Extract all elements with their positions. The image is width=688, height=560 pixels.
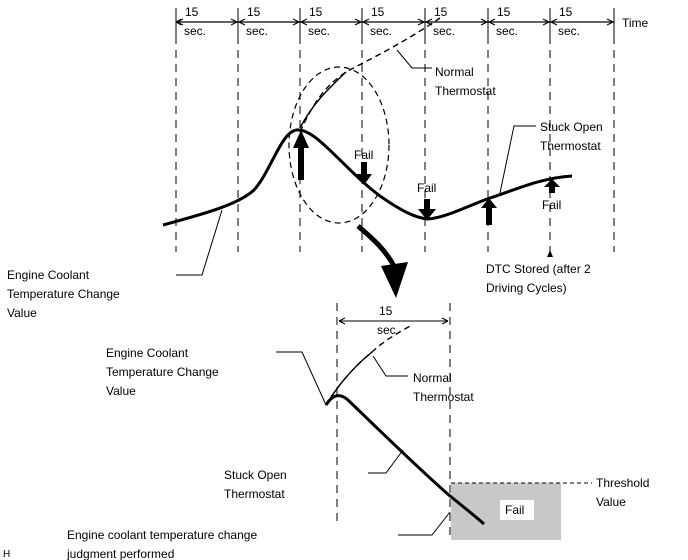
up-arrow-4 <box>544 179 560 193</box>
detail-interval-unit: sec. <box>377 323 399 337</box>
interval-unit-label: sec. <box>370 24 392 38</box>
highlight-ellipse <box>288 66 390 224</box>
detail-stuck-label: Stuck Open Thermostat <box>224 468 290 501</box>
fail-label-1: Fail <box>354 148 373 162</box>
fail-zone-label: Fail <box>505 503 524 517</box>
fail-label-3: Fail <box>542 198 561 212</box>
interval-arrow-left <box>488 18 496 26</box>
detail-ect-leader <box>276 351 327 406</box>
interval-unit-label: sec. <box>558 24 580 38</box>
fail-down-arrow-1 <box>356 162 372 185</box>
zoom-arrow <box>356 224 408 298</box>
interval-value-label: 15 <box>434 5 448 19</box>
detail-interval <box>336 303 451 540</box>
interval-unit-label: sec. <box>246 24 268 38</box>
judgment-leader <box>398 511 451 536</box>
interval-value-label: 15 <box>497 5 511 19</box>
time-axis-label: Time <box>622 16 649 30</box>
normal-thermostat-curve <box>299 17 441 133</box>
interval-arrow-right <box>480 18 488 26</box>
interval-arrow-left <box>300 18 308 26</box>
interval-arrow-right <box>417 18 425 26</box>
interval-arrow-right <box>292 18 300 26</box>
interval-unit-label: sec. <box>184 24 206 38</box>
fail-down-arrow-2 <box>418 199 436 220</box>
ect-change-leader-top <box>176 209 223 276</box>
detail-normal-label: Normal Thermostat <box>413 371 474 404</box>
interval-value-label: 15 <box>309 5 323 19</box>
interval-arrow-left <box>176 18 184 26</box>
interval-value-label: 15 <box>247 5 261 19</box>
stuck-open-thermostat-label: Stuck Open Thermostat <box>540 120 606 153</box>
detail-stuck-curve <box>324 394 485 526</box>
judgment-label: Engine coolant temperature change judgme… <box>66 528 260 560</box>
stuck-leader <box>499 125 536 194</box>
timing-axis <box>175 18 614 26</box>
interval-value-label: 15 <box>559 5 573 19</box>
detail-normal-curve <box>325 325 411 406</box>
interval-unit-label: sec. <box>496 24 518 38</box>
interval-arrow-left <box>550 18 558 26</box>
interval-arrow-right <box>606 18 614 26</box>
interval-labels: 15 sec. 15 sec. 15 sec. 15 sec. 15 sec. 15 sec. 15 se… <box>184 5 580 38</box>
interval-arrow-right <box>542 18 550 26</box>
interval-unit-label: sec. <box>433 24 455 38</box>
up-arrow-large <box>293 130 309 180</box>
normal-thermostat-label: Normal Thermostat <box>435 65 496 98</box>
fail-label-2: Fail <box>417 181 436 195</box>
interval-unit-label: sec. <box>308 24 330 38</box>
interval-value-label: 15 <box>371 5 385 19</box>
threshold-value-label: Threshold Value <box>596 476 653 509</box>
interval-value-label: 15 <box>185 5 199 19</box>
fail-box-bg <box>500 500 534 520</box>
dtc-stored-marker <box>547 250 553 257</box>
interval-arrow-right <box>230 18 238 26</box>
detail-ect-change-label: Engine Coolant Temperature Change Value <box>106 346 222 398</box>
normal-thermostat-curve-solid <box>299 71 347 129</box>
detail-interval-value: 15 <box>379 304 393 318</box>
normal-leader <box>396 49 432 69</box>
stuck-open-thermostat-curve <box>162 128 573 227</box>
detail-stuck-leader <box>368 449 404 474</box>
detail-normal-leader <box>372 355 408 377</box>
dtc-stored-label: DTC Stored (after 2 Driving Cycles) <box>486 262 594 295</box>
interval-arrow-left <box>362 18 370 26</box>
interval-arrow-left <box>238 18 246 26</box>
interval-arrow-right <box>354 18 362 26</box>
ect-change-label-top: Engine Coolant Temperature Change Value <box>7 268 123 320</box>
corner-mark: H <box>3 549 10 560</box>
up-arrow-3 <box>481 198 497 225</box>
